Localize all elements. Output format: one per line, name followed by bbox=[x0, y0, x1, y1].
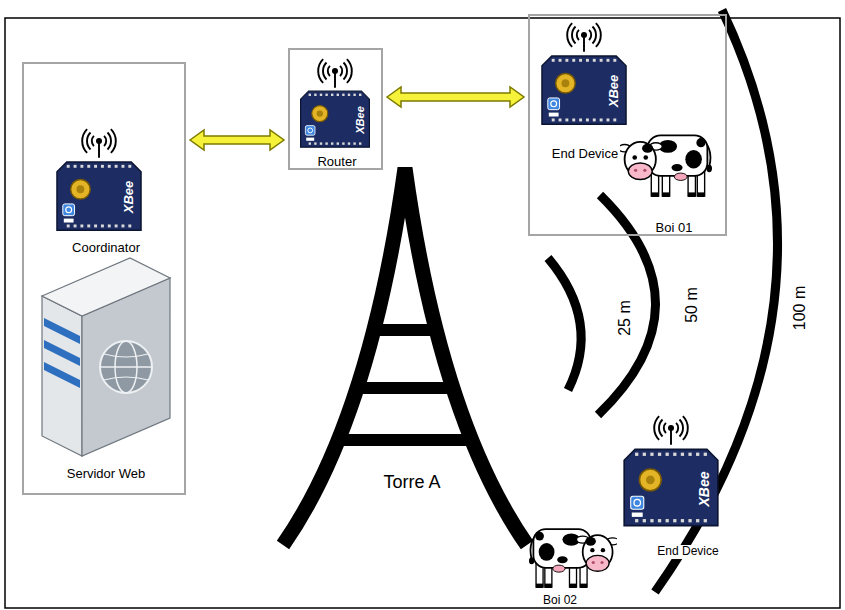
tower-crossbar bbox=[357, 382, 453, 394]
text-slot: Servidor Web bbox=[67, 464, 146, 482]
device-role: End Device bbox=[552, 147, 618, 162]
device-role: Router bbox=[317, 155, 356, 170]
text-slot: 50 m bbox=[683, 287, 701, 323]
server-top bbox=[42, 258, 170, 316]
text-slot: 100 m bbox=[791, 286, 809, 330]
cow-figure bbox=[529, 529, 619, 588]
outer-frame bbox=[5, 18, 840, 608]
server-stripe bbox=[44, 318, 80, 344]
range-label: 50 m bbox=[683, 287, 701, 323]
text-slot: Torre A bbox=[383, 472, 440, 493]
xbee-module bbox=[57, 162, 141, 230]
tower-crossbar bbox=[338, 434, 472, 446]
range-label: 100 m bbox=[791, 286, 809, 330]
globe-equator bbox=[100, 366, 152, 368]
tower-crossbar bbox=[374, 324, 436, 336]
text-slot: XBee bbox=[695, 471, 713, 506]
server-stripe bbox=[44, 340, 80, 366]
device-role: Coordinator bbox=[72, 241, 140, 256]
server-figure bbox=[42, 258, 170, 456]
antenna-symbol bbox=[567, 23, 601, 52]
server-stripe bbox=[44, 362, 80, 388]
xbee-module bbox=[301, 91, 370, 147]
double-arrow bbox=[387, 87, 524, 107]
animal-label: Boi 01 bbox=[656, 221, 693, 236]
range-label: 25 m bbox=[616, 300, 634, 336]
text-slot: XBee bbox=[119, 181, 137, 214]
tower-legs bbox=[283, 168, 527, 545]
animal-label: Boi 02 bbox=[543, 594, 577, 608]
antenna-symbol bbox=[82, 129, 116, 158]
module-logo: XBee bbox=[607, 75, 622, 108]
server-front bbox=[42, 296, 82, 456]
text-slot: Boi 02 bbox=[543, 590, 577, 608]
range-arc bbox=[598, 195, 656, 415]
text-slot: XBee bbox=[604, 75, 622, 108]
module-logo: XBee bbox=[354, 106, 367, 134]
text-slot: Coordinator bbox=[72, 238, 140, 256]
xbee-module bbox=[624, 449, 718, 525]
text-slot: End Device bbox=[655, 541, 720, 559]
text-slot: 25 m bbox=[616, 300, 634, 336]
range-arc bbox=[548, 258, 581, 390]
text-slot: XBee bbox=[350, 106, 368, 134]
server-label: Servidor Web bbox=[67, 467, 146, 482]
antenna-symbol bbox=[654, 416, 688, 445]
device-box: CoordinatorServidor Web bbox=[22, 62, 186, 495]
globe-latitude bbox=[104, 354, 148, 357]
server-globe bbox=[100, 341, 152, 393]
tower-label: Torre A bbox=[383, 472, 440, 493]
globe-latitude bbox=[104, 377, 148, 380]
module-logo: XBee bbox=[696, 471, 712, 506]
text-slot: End Device bbox=[552, 144, 618, 162]
device-role: End Device bbox=[655, 545, 720, 559]
tower-figure bbox=[283, 168, 527, 545]
antenna-symbol bbox=[318, 59, 352, 88]
cow-figure bbox=[618, 135, 712, 197]
device-box: Router bbox=[288, 48, 383, 170]
cow-figure bbox=[529, 529, 619, 588]
xbee-module bbox=[542, 56, 626, 124]
module-logo: XBee bbox=[122, 181, 137, 214]
double-arrow bbox=[190, 130, 284, 150]
text-slot: Router bbox=[317, 152, 356, 170]
device-box: End DeviceBoi 01 bbox=[528, 14, 727, 236]
text-slot: Boi 01 bbox=[656, 218, 693, 236]
